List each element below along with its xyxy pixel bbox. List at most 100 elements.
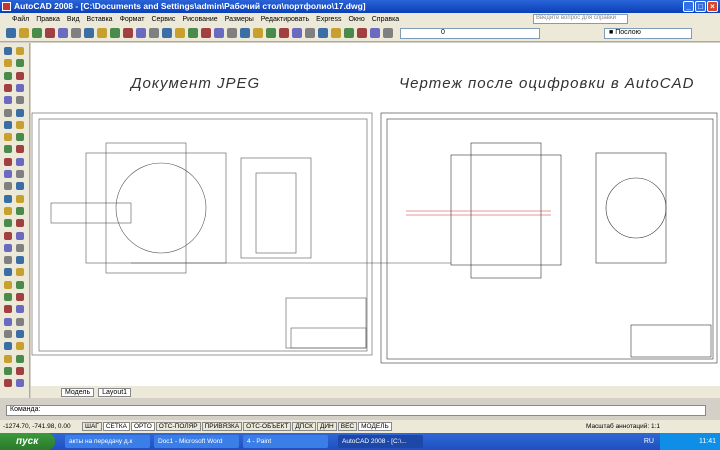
draw-tool-icon[interactable] — [4, 366, 12, 375]
draw-tool-icon[interactable] — [16, 170, 24, 178]
draw-tool-icon[interactable] — [4, 206, 12, 215]
status-toggle[interactable]: СЕТКА — [102, 422, 130, 431]
toolbar-tool-icon[interactable] — [162, 28, 172, 38]
draw-tool-icon[interactable] — [16, 268, 24, 277]
language-indicator[interactable]: RU — [643, 438, 654, 445]
menu-express[interactable]: Express — [316, 15, 342, 23]
draw-tool-icon[interactable] — [4, 354, 12, 363]
status-toggle[interactable]: ДПСК — [292, 422, 316, 431]
toolbar-tool-icon[interactable] — [97, 28, 107, 38]
toolbar-tool-icon[interactable] — [188, 28, 198, 38]
draw-tool-icon[interactable] — [16, 71, 24, 80]
draw-tool-icon[interactable] — [16, 366, 24, 375]
toolbar-tool-icon[interactable] — [149, 28, 159, 38]
menu-edit[interactable]: Правка — [36, 15, 60, 23]
draw-tool-icon[interactable] — [4, 133, 12, 142]
status-toggle[interactable]: ШАГ — [82, 422, 102, 431]
draw-tool-icon[interactable] — [16, 280, 24, 289]
toolbar-tool-icon[interactable] — [292, 28, 302, 38]
toolbar-tool-icon[interactable] — [201, 28, 211, 38]
draw-tool-icon[interactable] — [4, 120, 12, 129]
toolbar-tool-icon[interactable] — [240, 28, 250, 38]
draw-tool-icon[interactable] — [16, 96, 24, 105]
draw-tool-icon[interactable] — [16, 342, 24, 351]
status-toggle[interactable]: ОТС-ОБЪЕКТ — [243, 422, 292, 431]
draw-tool-icon[interactable] — [16, 59, 24, 68]
draw-tool-icon[interactable] — [16, 219, 24, 228]
draw-tool-icon[interactable] — [4, 47, 12, 55]
toolbar-tool-icon[interactable] — [279, 28, 289, 38]
menu-dimension[interactable]: Размеры — [224, 15, 254, 23]
draw-tool-icon[interactable] — [4, 317, 12, 326]
toolbar-tool-icon[interactable] — [123, 28, 133, 38]
task-paint[interactable]: 4 - Paint — [243, 435, 328, 448]
minimize-button[interactable]: _ — [683, 1, 694, 12]
draw-tool-icon[interactable] — [16, 133, 24, 142]
menu-insert[interactable]: Вставка — [86, 15, 113, 23]
toolbar-tool-icon[interactable] — [357, 28, 367, 38]
toolbar-tool-icon[interactable] — [84, 28, 94, 38]
menu-help[interactable]: Справка — [371, 15, 400, 23]
drawing-canvas[interactable]: Документ JPEG Чертеж после оцифровки в A… — [31, 43, 720, 386]
draw-tool-icon[interactable] — [16, 256, 24, 265]
draw-tool-icon[interactable] — [16, 354, 24, 363]
draw-tool-icon[interactable] — [4, 145, 12, 154]
menu-file[interactable]: Файл — [12, 15, 30, 23]
toolbar-tool-icon[interactable] — [318, 28, 328, 38]
toolbar-tool-icon[interactable] — [19, 28, 29, 38]
command-line[interactable]: Команда: — [6, 405, 706, 416]
toolbar-tool-icon[interactable] — [214, 28, 224, 38]
color-dropdown[interactable]: ■ Послою — [604, 28, 692, 39]
toolbar-tool-icon[interactable] — [383, 28, 393, 38]
draw-tool-icon[interactable] — [4, 182, 12, 191]
toolbar-tool-icon[interactable] — [344, 28, 354, 38]
draw-tool-icon[interactable] — [16, 145, 24, 154]
tab-model[interactable]: Модель — [61, 387, 95, 397]
draw-tool-icon[interactable] — [4, 256, 12, 265]
menu-window[interactable]: Окно — [348, 15, 365, 23]
menu-draw[interactable]: Рисование — [182, 15, 218, 23]
status-toggle[interactable]: ПРИВЯЗКА — [201, 422, 243, 431]
maximize-button[interactable]: □ — [695, 1, 706, 12]
toolbar-tool-icon[interactable] — [110, 28, 120, 38]
close-button[interactable]: × — [707, 1, 718, 12]
draw-tool-icon[interactable] — [16, 194, 24, 203]
toolbar-tool-icon[interactable] — [175, 28, 185, 38]
menu-modify[interactable]: Редактировать — [260, 15, 310, 23]
draw-tool-icon[interactable] — [4, 231, 12, 240]
toolbar-tool-icon[interactable] — [370, 28, 380, 38]
draw-tool-icon[interactable] — [16, 231, 24, 240]
draw-tool-icon[interactable] — [4, 71, 12, 80]
draw-tool-icon[interactable] — [4, 293, 12, 301]
draw-tool-icon[interactable] — [16, 379, 24, 388]
status-toggle[interactable]: ОРТО — [130, 422, 155, 431]
draw-tool-icon[interactable] — [16, 108, 24, 117]
start-button[interactable]: пуск — [0, 433, 55, 450]
toolbar-tool-icon[interactable] — [331, 28, 341, 38]
draw-tool-icon[interactable] — [16, 317, 24, 326]
toolbar-tool-icon[interactable] — [45, 28, 55, 38]
draw-tool-icon[interactable] — [4, 329, 12, 338]
layer-dropdown[interactable]: 0 — [400, 28, 540, 39]
draw-tool-icon[interactable] — [16, 157, 24, 166]
menu-view[interactable]: Вид — [66, 15, 80, 23]
toolbar-tool-icon[interactable] — [266, 28, 276, 38]
draw-tool-icon[interactable] — [16, 293, 24, 301]
draw-tool-icon[interactable] — [4, 157, 12, 166]
draw-tool-icon[interactable] — [16, 120, 24, 129]
draw-tool-icon[interactable] — [16, 329, 24, 338]
draw-tool-icon[interactable] — [4, 194, 12, 203]
menu-tools[interactable]: Сервис — [151, 15, 176, 23]
toolbar-tool-icon[interactable] — [6, 28, 16, 38]
annotation-scale[interactable]: Масштаб аннотаций: 1:1 — [585, 423, 660, 430]
draw-tool-icon[interactable] — [4, 219, 12, 228]
draw-tool-icon[interactable] — [16, 243, 24, 252]
status-toggle[interactable]: ОТС-ПОЛЯР — [155, 422, 201, 431]
toolbar-tool-icon[interactable] — [227, 28, 237, 38]
draw-tool-icon[interactable] — [4, 243, 12, 252]
tab-layout1[interactable]: Layout1 — [98, 387, 132, 397]
draw-tool-icon[interactable] — [4, 280, 12, 289]
toolbar-tool-icon[interactable] — [136, 28, 146, 38]
toolbar-tool-icon[interactable] — [71, 28, 81, 38]
menu-format[interactable]: Формат — [119, 15, 145, 23]
